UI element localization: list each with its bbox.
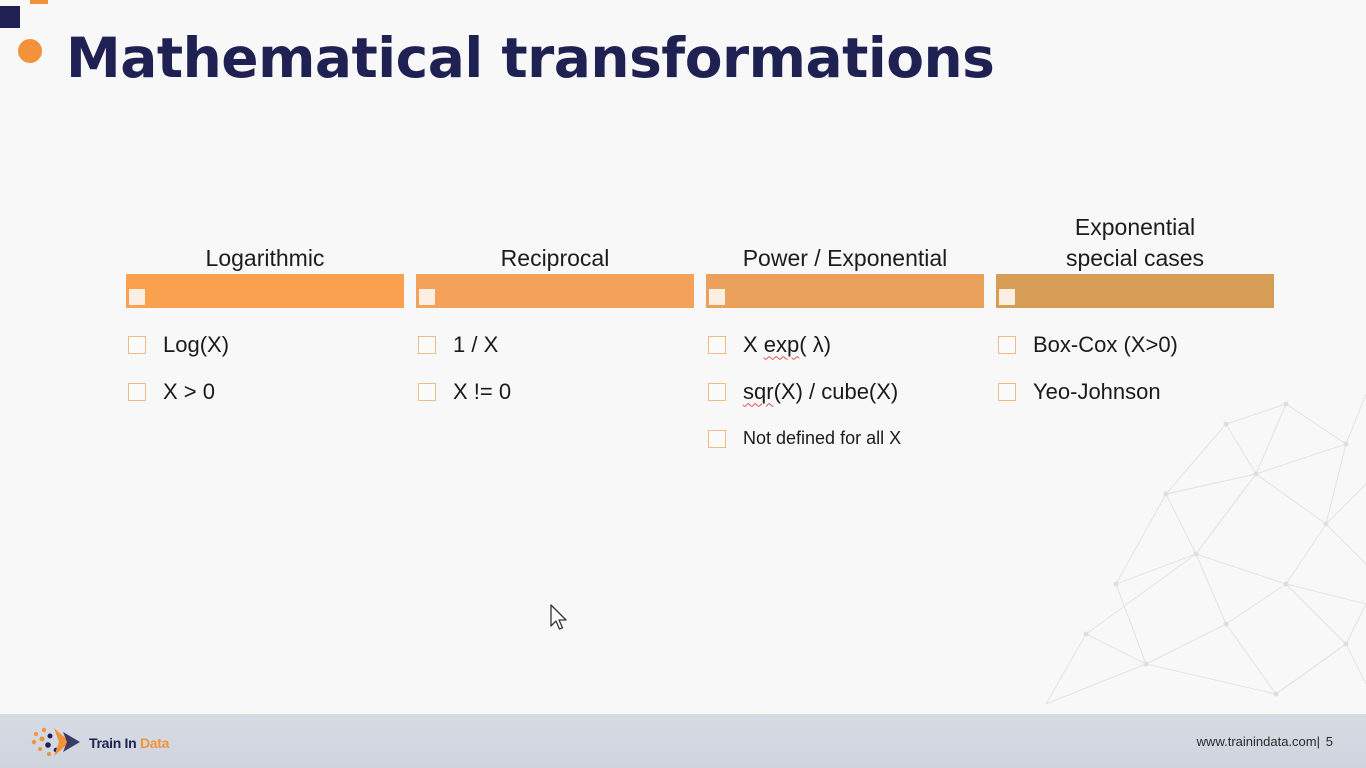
column-header: Logarithmic [126,210,404,274]
item-text: X exp( λ) [743,331,832,357]
footer-url: www.trainindata.com| [1196,734,1320,749]
list-item: X != 0 [416,368,694,415]
bar-mini-box [129,289,145,305]
bar-mini-box [999,289,1015,305]
checkbox [128,382,146,401]
footer-bar: Train In Data www.trainindata.com| 5 [0,714,1366,768]
checkbox [418,335,436,354]
train-in-data-logo-icon [31,727,80,756]
column-color-bar [706,274,984,308]
column-color-bar [996,274,1274,308]
column-exponential-special-cases: Exponential special cases Box-Cox (X>0) … [996,210,1274,415]
bar-mini-box [419,289,435,305]
page-number: 5 [1325,734,1333,749]
list-item: Box-Cox (X>0) [996,321,1274,368]
item-text: Log(X) [163,331,230,357]
column-header: Exponential special cases [996,210,1274,274]
mouse-cursor-icon [550,604,567,630]
column-header-line: Exponential [1074,214,1196,240]
item-text: 1 / X [453,331,499,357]
item-text: sqr(X) / cube(X) [743,378,899,404]
column-logarithmic: Logarithmic Log(X) X > 0 [126,210,404,415]
title-bullet-dot [18,39,42,63]
list-item: Log(X) [126,321,404,368]
list-item: 1 / X [416,321,694,368]
checkbox [418,382,436,401]
column-color-bar [416,274,694,308]
item-text: Not defined for all X [743,428,902,448]
column-reciprocal: Reciprocal 1 / X X != 0 [416,210,694,415]
item-text: Yeo-Johnson [1033,378,1161,404]
item-text: X > 0 [163,378,215,404]
list-item: X > 0 [126,368,404,415]
checkbox [708,429,726,448]
spellcheck-underlined-text: exp [763,331,800,357]
slide-title: Mathematical transformations [66,26,995,90]
list-item: X exp( λ) [706,321,984,368]
list-item: Not defined for all X [706,415,984,462]
checkbox [998,335,1016,354]
column-color-bar [126,274,404,308]
column-power-exponential: Power / Exponential X exp( λ) sqr(X) / c… [706,210,984,462]
checkbox [128,335,146,354]
column-header-line: Power / Exponential [742,245,948,271]
footer-brand-name: Train In Data [89,735,170,751]
list-item: sqr(X) / cube(X) [706,368,984,415]
column-header: Power / Exponential [706,210,984,274]
corner-orange-bar [30,0,48,4]
column-header-line: Logarithmic [205,245,325,271]
checkbox [998,382,1016,401]
column-header-line: Reciprocal [500,245,610,271]
checkbox [708,382,726,401]
item-text: Box-Cox (X>0) [1033,331,1178,357]
item-text: X != 0 [453,378,512,404]
column-header-line: special cases [1065,245,1205,271]
bar-mini-box [709,289,725,305]
column-header: Reciprocal [416,210,694,274]
list-item: Yeo-Johnson [996,368,1274,415]
checkbox [708,335,726,354]
corner-navy-square [0,6,20,28]
spellcheck-underlined-text: sqr [743,378,774,404]
network-pattern-decoration [1045,393,1366,705]
